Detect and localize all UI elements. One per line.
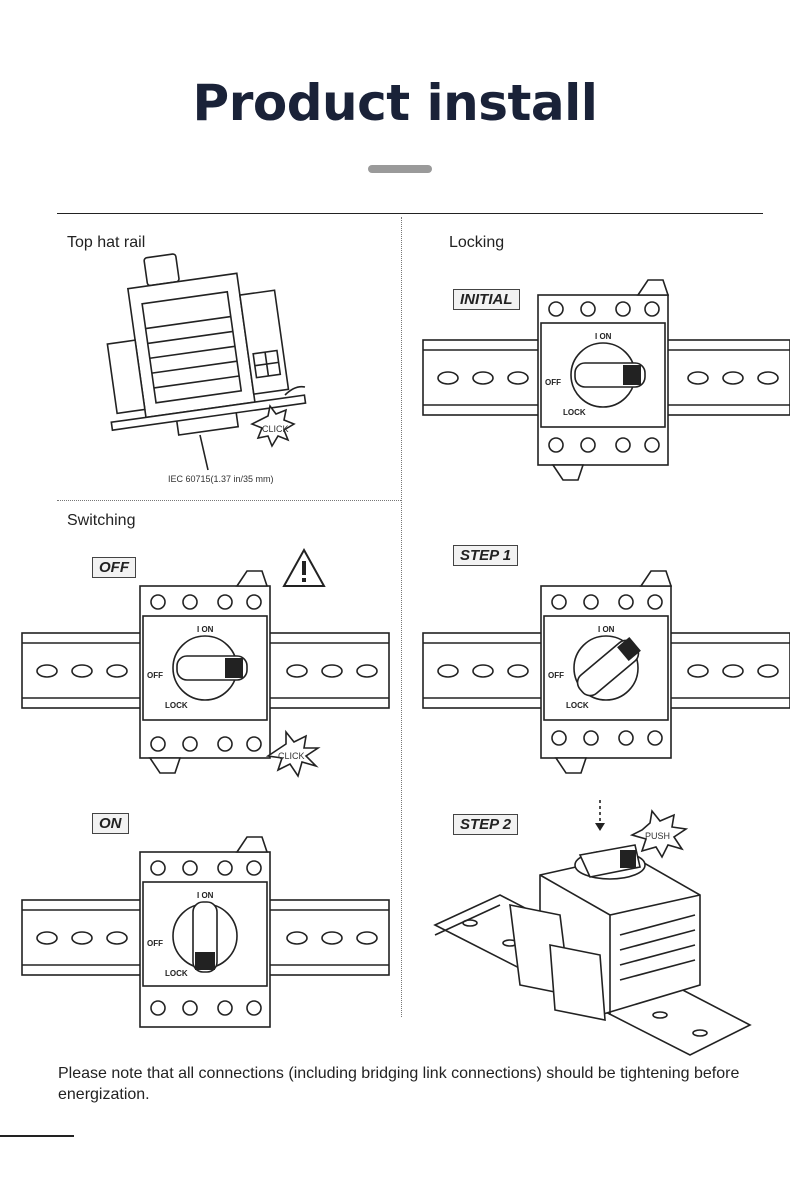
lock-label-step1: LOCK bbox=[566, 701, 589, 710]
tag-off: OFF bbox=[92, 557, 136, 578]
push-label: PUSH bbox=[645, 831, 670, 841]
click-label-1: CLICK bbox=[262, 424, 289, 434]
switch-initial: I ON OFF LOCK bbox=[422, 279, 790, 481]
off-label: OFF bbox=[545, 378, 561, 387]
top-divider bbox=[57, 213, 763, 214]
switch-step2: PUSH bbox=[433, 800, 752, 1056]
tag-initial: INITIAL bbox=[453, 289, 520, 310]
horizontal-divider bbox=[57, 500, 401, 501]
lock-label: LOCK bbox=[563, 408, 586, 417]
label-locking: Locking bbox=[449, 234, 505, 251]
switch-on: I ON OFF LOCK bbox=[21, 836, 390, 1028]
switch-step1: I ON OFF LOCK bbox=[422, 570, 790, 774]
push-arrow-icon bbox=[595, 823, 605, 831]
label-top-hat-rail: Top hat rail bbox=[67, 234, 146, 251]
click-label-2: CLICK bbox=[278, 751, 305, 761]
off-label-step1: OFF bbox=[548, 671, 564, 680]
lock-label-off: LOCK bbox=[165, 701, 188, 710]
vertical-divider bbox=[401, 217, 402, 1017]
off-label-on: OFF bbox=[147, 939, 163, 948]
on-label-off: I ON bbox=[197, 625, 214, 634]
tag-on: ON bbox=[92, 813, 129, 834]
off-label-off: OFF bbox=[147, 671, 163, 680]
lock-label-on: LOCK bbox=[165, 969, 188, 978]
bottom-rule bbox=[0, 1135, 74, 1137]
tag-step1: STEP 1 bbox=[453, 545, 519, 566]
tag-step2: STEP 2 bbox=[453, 814, 519, 835]
installation-note: Please note that all connections (includ… bbox=[58, 1065, 740, 1103]
on-label-on: I ON bbox=[197, 891, 214, 900]
page-title: Product install bbox=[192, 74, 598, 132]
rail-standard-label: IEC 60715(1.37 in/35 mm) bbox=[168, 474, 274, 484]
on-label-step1: I ON bbox=[598, 625, 615, 634]
warning-icon bbox=[282, 547, 326, 587]
on-label: I ON bbox=[595, 332, 612, 341]
top-hat-rail-diagram: CLICK IEC 60715(1.37 in/35 mm) bbox=[106, 253, 307, 484]
title-underline bbox=[368, 165, 432, 173]
switch-off: I ON OFF LOCK CLICK bbox=[21, 570, 390, 778]
label-switching: Switching bbox=[67, 512, 136, 529]
